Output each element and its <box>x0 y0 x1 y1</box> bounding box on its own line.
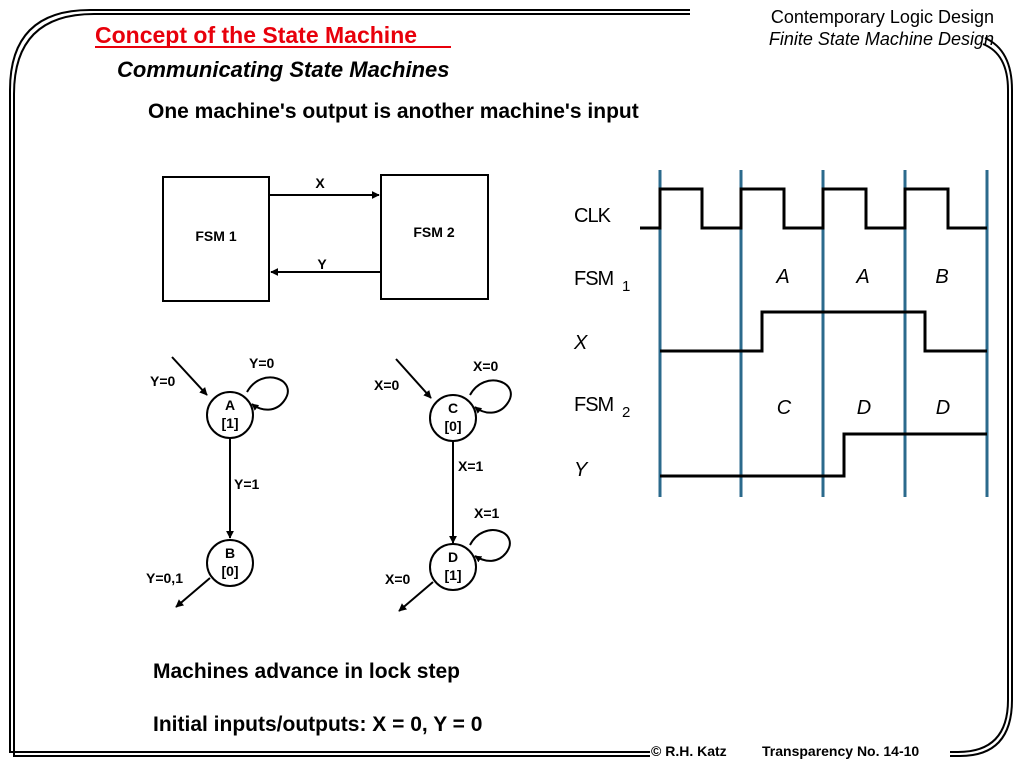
lockstep-note: Machines advance in lock step <box>153 660 460 683</box>
state-c-self-loop <box>469 379 512 414</box>
initial-values-note: Initial inputs/outputs: X = 0, Y = 0 <box>153 713 482 736</box>
fsm1-state-diagram: A [1] Y=0 Y=0 Y=1 B [0] Y=0,1 <box>146 355 289 608</box>
state-a-self-loop-label: Y=0 <box>249 355 275 371</box>
slide-subtitle: Communicating State Machines <box>117 57 450 82</box>
fsm2-state-0: C <box>777 397 792 419</box>
fsm1-entry-label: Y=0 <box>150 373 176 389</box>
fsm1-state-0: A <box>775 266 789 288</box>
fsm2-row-text: FSM <box>574 394 614 416</box>
slide-title: Concept of the State Machine <box>95 22 417 48</box>
y-row-label: Y <box>574 459 589 481</box>
state-b-node <box>206 539 254 587</box>
fsm1-entry-arrow <box>171 356 208 396</box>
x-row-label: X <box>573 332 588 354</box>
state-d-self-loop <box>469 529 511 563</box>
footer-transparency: Transparency No. 14-10 <box>762 743 919 759</box>
y-signal-label: Y <box>317 256 327 272</box>
fsm2-entry-arrow <box>395 358 432 399</box>
fsm2-row-subscript: 2 <box>622 404 630 421</box>
timing-diagram: CLK FSM 1 A A B X FSM 2 C D D Y <box>573 170 989 497</box>
state-d-output: [1] <box>444 567 461 583</box>
state-c-name: C <box>448 400 458 416</box>
block-diagram: FSM 1 FSM 2 X Y <box>162 174 489 302</box>
state-a-self-loop <box>246 376 289 411</box>
state-b-exit-arrow <box>175 577 211 608</box>
state-d-exit-arrow <box>398 581 434 612</box>
clk-label: CLK <box>574 205 612 227</box>
fsm1-row-subscript: 1 <box>622 278 630 295</box>
fsm2-row-label: FSM <box>574 394 614 416</box>
state-b-exit-label: Y=0,1 <box>146 570 183 586</box>
fsm2-box <box>380 174 489 300</box>
fsm2-box-label: FSM 2 <box>413 224 454 240</box>
fsm1-box <box>162 176 270 302</box>
a-to-b-label: Y=1 <box>234 476 260 492</box>
c-to-d-label: X=1 <box>458 458 484 474</box>
state-d-exit-label: X=0 <box>385 571 411 587</box>
state-d-name: D <box>448 549 458 565</box>
state-c-output: [0] <box>444 418 461 434</box>
x-waveform <box>660 310 987 353</box>
fsm1-state-1: A <box>855 266 869 288</box>
state-a-name: A <box>225 397 235 413</box>
state-d-node <box>429 543 477 591</box>
fsm1-row-label: FSM <box>574 268 614 290</box>
state-d-self-loop-label: X=1 <box>474 505 500 521</box>
intro-text: One machine's output is another machine'… <box>148 100 639 123</box>
state-b-name: B <box>225 545 235 561</box>
fsm2-state-2: D <box>936 397 950 419</box>
fsm2-state-1: D <box>857 397 871 419</box>
clk-waveform <box>640 187 987 230</box>
y-waveform <box>660 432 987 478</box>
fsm2-entry-label: X=0 <box>374 377 400 393</box>
state-b-output: [0] <box>221 563 238 579</box>
footer-copyright: © R.H. Katz <box>651 743 727 759</box>
fsm1-state-2: B <box>935 266 948 288</box>
fsm1-row-text: FSM <box>574 268 614 290</box>
chapter-name: Finite State Machine Design <box>769 29 994 49</box>
fsm2-state-diagram: C [0] X=0 X=0 X=1 D [1] X=1 X=0 <box>374 358 512 612</box>
state-a-output: [1] <box>221 415 238 431</box>
slide-frame <box>9 9 1013 757</box>
course-name: Contemporary Logic Design <box>771 7 994 27</box>
fsm1-box-label: FSM 1 <box>195 228 236 244</box>
x-signal-label: X <box>315 175 325 191</box>
state-c-self-loop-label: X=0 <box>473 358 499 374</box>
